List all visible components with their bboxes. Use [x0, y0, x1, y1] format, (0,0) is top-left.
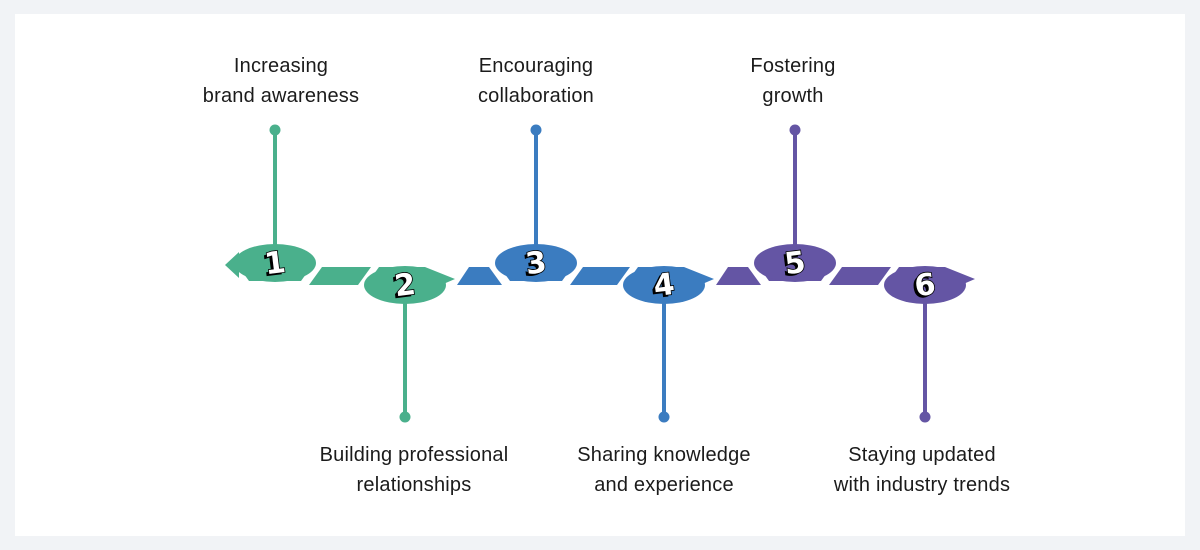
step-5-node: 5 5 [754, 244, 836, 284]
step-3-node: 3 3 [495, 244, 577, 284]
connector-4-5 [716, 267, 761, 285]
step-5-label-line1: Fostering [750, 55, 836, 77]
step-6-number-shadow: 6 [910, 269, 935, 306]
step-3-label: Encouraging collaboration [396, 51, 676, 111]
step-4-label-line1: Sharing knowledge [577, 444, 751, 466]
connector-5-6 [829, 267, 891, 285]
step-1-stem-dot [269, 124, 281, 136]
step-3-label-line1: Encouraging [478, 55, 594, 77]
step-2-label: Building professional relationships [274, 440, 554, 500]
step-1-number: 1 [263, 245, 288, 282]
step-2-number-shadow: 2 [390, 269, 415, 306]
step-3-number: 3 [524, 245, 549, 282]
step-2-label-line2: relationships [356, 474, 472, 496]
step-3-stem-dot [530, 124, 542, 136]
step-6-number: 6 [913, 267, 938, 304]
step-3-number-shadow: 3 [521, 247, 546, 284]
step-6-dome [884, 266, 966, 304]
connector-2-3 [457, 267, 502, 285]
step-4-stem-dot [658, 411, 670, 423]
step-2-stem [399, 288, 411, 423]
step-4-label-line2: and experience [594, 474, 734, 496]
step-6-stem [919, 288, 931, 423]
step-1-label-line2: brand awareness [202, 85, 360, 107]
step-6-label-line2: with industry trends [833, 474, 1011, 496]
step-4-number-shadow: 4 [649, 269, 674, 306]
step-2-label-line1: Building professional [319, 444, 509, 466]
step-6-label: Staying updated with industry trends [782, 440, 1062, 500]
step-1-label-line1: Increasing [233, 55, 329, 77]
step-5-stem-dot [789, 124, 801, 136]
step-1-dome [234, 244, 316, 282]
step-5-label: Fostering growth [653, 51, 933, 111]
step-2-number: 2 [393, 267, 418, 304]
step-2-dome [364, 266, 446, 304]
step-4-number: 4 [652, 267, 677, 304]
step-4-label: Sharing knowledge and experience [524, 440, 804, 500]
connector-1-2 [309, 267, 371, 285]
step-5-stem [789, 124, 801, 260]
step-4-node: 4 4 [623, 266, 714, 306]
step-5-dome [754, 244, 836, 282]
step-5-number-shadow: 5 [780, 247, 805, 284]
step-1-number-shadow: 1 [260, 247, 285, 284]
step-3-label-line2: collaboration [477, 85, 594, 107]
connector-3-4 [570, 267, 630, 285]
step-2-node: 2 2 [364, 266, 455, 306]
step-2-stem-dot [399, 411, 411, 423]
step-4-dome [623, 266, 705, 304]
step-6-stem-dot [919, 411, 931, 423]
step-6-node: 6 6 [884, 266, 975, 306]
step-5-label-line2: growth [762, 85, 824, 107]
step-1-stem [269, 124, 281, 260]
step-4-stem [658, 288, 670, 423]
step-5-number: 5 [783, 245, 808, 282]
step-1-node: 1 1 [225, 244, 316, 284]
step-1-label: Increasing brand awareness [141, 51, 421, 111]
step-3-stem [530, 124, 542, 260]
step-6-label-line1: Staying updated [848, 444, 996, 466]
step-3-dome [495, 244, 577, 282]
